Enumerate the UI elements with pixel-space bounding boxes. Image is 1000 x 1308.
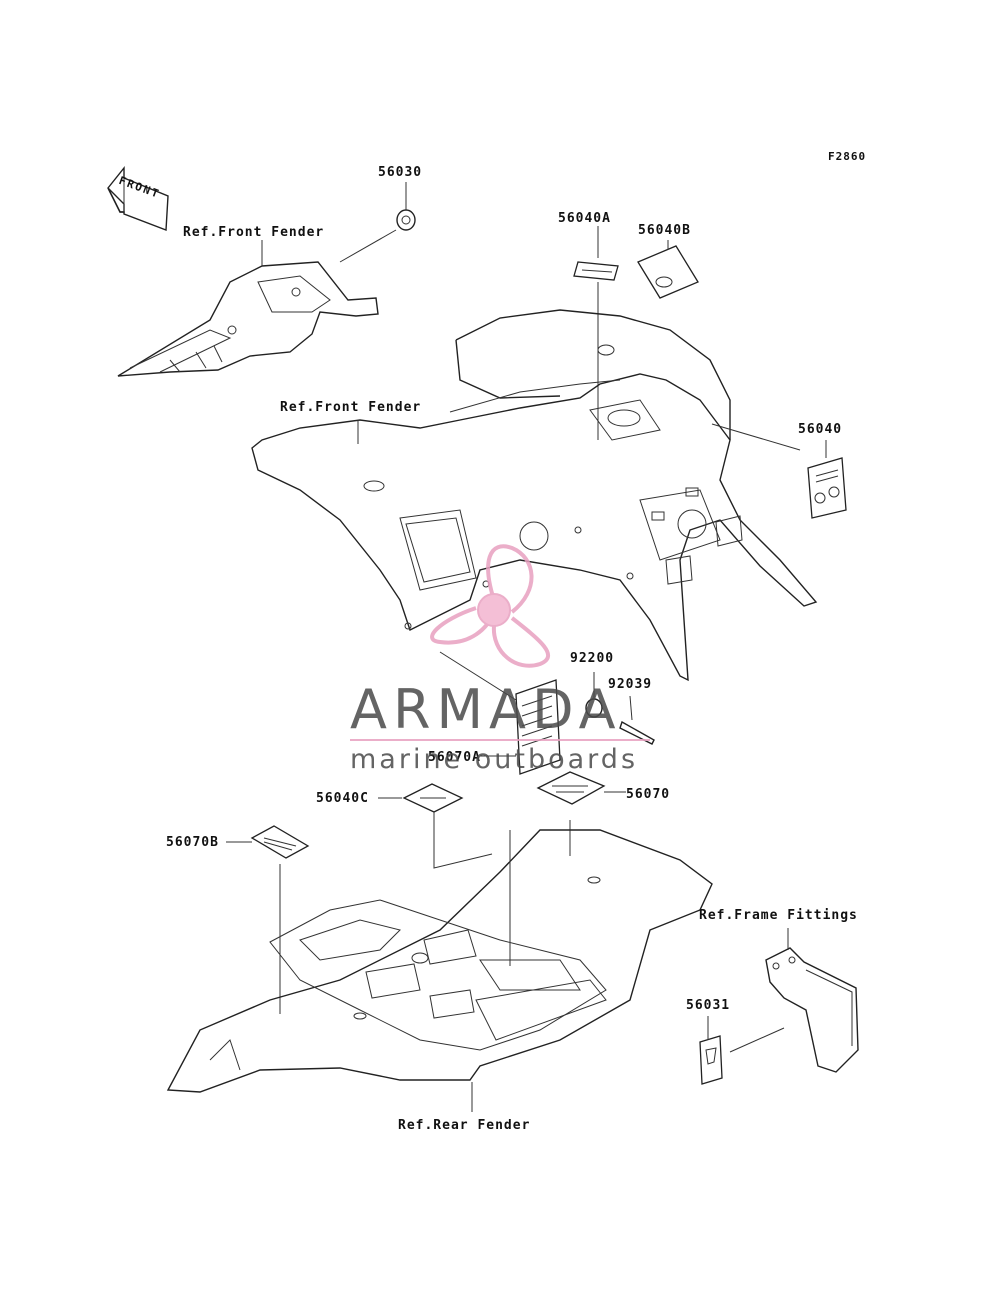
label-92039: 92039 [608, 677, 653, 692]
rear-fender [166, 829, 713, 1112]
part-92200-grommet [585, 672, 603, 718]
front-fender-bracket-top [117, 240, 379, 377]
propeller-logo-icon [350, 544, 650, 741]
frame-fitting-bracket [729, 928, 859, 1073]
part-92039-pin [619, 695, 655, 745]
label-56070: 56070 [626, 787, 671, 802]
label-92200: 92200 [570, 651, 615, 666]
watermark-brand: ARMADA [350, 678, 622, 741]
part-56040C-decal [378, 783, 493, 869]
label-56040: 56040 [798, 422, 843, 437]
front-fender-main [251, 309, 818, 682]
label-ref-front-fender-mid: Ref.Front Fender [280, 400, 422, 415]
part-56070B-decal [226, 825, 310, 1014]
front-arrow-icon [107, 166, 169, 231]
part-56030-washer [339, 182, 416, 263]
part-56031-decal [699, 1016, 723, 1085]
part-56040-decal [807, 440, 847, 519]
label-56040C: 56040C [316, 791, 369, 806]
part-56040B-decal [637, 240, 699, 299]
label-56040A: 56040A [558, 211, 611, 226]
part-56070-decal [536, 771, 626, 856]
label-56031: 56031 [686, 998, 731, 1013]
label-56070B: 56070B [166, 835, 219, 850]
label-56040B: 56040B [638, 223, 691, 238]
label-56070A: 56070A [428, 750, 481, 765]
label-56030: 56030 [378, 165, 423, 180]
label-ref-rear-fender: Ref.Rear Fender [398, 1118, 531, 1133]
label-ref-frame-fittings: Ref.Frame Fittings [699, 908, 858, 923]
figure-code: F2860 [828, 150, 867, 163]
label-ref-front-fender-top: Ref.Front Fender [183, 225, 325, 240]
watermark-tagline: marine outboards [350, 744, 639, 775]
part-56040A-decal [573, 226, 619, 440]
